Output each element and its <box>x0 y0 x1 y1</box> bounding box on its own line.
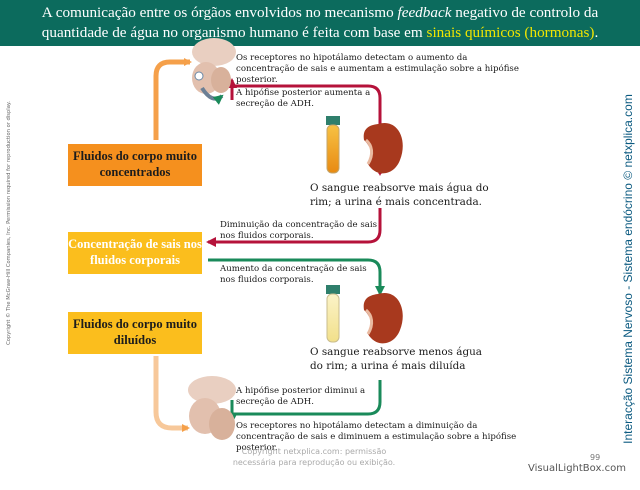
title-period: . <box>594 24 599 41</box>
text-concentration-decrease: Diminuição da concentração de sais nos f… <box>220 220 378 241</box>
page-number: 99 <box>590 453 601 462</box>
title-banner: A comunicação entre os órgãos envolvidos… <box>0 0 640 46</box>
title-text: A comunicação entre os órgãos envolvidos… <box>8 3 632 43</box>
text-concentration-increase: Aumento da concentração de sais nos flui… <box>220 264 367 285</box>
red-arrow-to-normal <box>206 208 382 247</box>
text-adh-decrease: A hipófise posterior diminui a secreção … <box>236 386 366 407</box>
urine-tube-diluted <box>326 285 340 343</box>
text-adh-increase: A hipófise posterior aumenta a secreção … <box>236 88 371 109</box>
box-concentrated-fluids: Fluidos do corpo muito concentrados <box>68 144 202 186</box>
text-reabsorb-more: O sangue reabsorve mais água do rim; a u… <box>310 182 489 208</box>
title-part-1: A comunicação entre os órgãos envolvidos… <box>41 4 398 21</box>
title-hormones: sinais químicos (hormonas) <box>426 24 595 41</box>
feedback-diagram <box>153 38 403 440</box>
text-reabsorb-less: O sangue reabsorve menos água do rim; a … <box>310 346 482 372</box>
kidney-top-illustration <box>363 122 403 174</box>
side-label: Interacção Sistema Nervoso - Sistema end… <box>621 94 635 444</box>
watermark-copyright: Copyright netxplica.com: permissão neces… <box>232 447 396 467</box>
copyright-notice: Copyright © The McGraw-Hill Companies, I… <box>6 101 12 345</box>
box-salt-concentration: Concentração de sais nos fluidos corpora… <box>68 232 202 274</box>
red-arrow-to-kidney <box>226 84 385 176</box>
title-feedback: feedback <box>397 4 452 21</box>
site-footer: VisualLightBox.com <box>528 463 626 474</box>
arrow-to-hypothalamus-bottom <box>153 356 190 432</box>
text-receptors-increase: Os receptores no hipotálamo detectam o a… <box>236 53 519 85</box>
green-arrow-to-kidney-bottom <box>232 380 382 416</box>
kidney-bottom-illustration <box>363 292 403 344</box>
title-part-3: negativo de controlo da quantidade de ág… <box>41 4 599 41</box>
urine-tube-concentrated <box>326 116 340 174</box>
green-arrow-from-normal <box>208 258 385 296</box>
pituitary-top-illustration <box>192 38 236 105</box>
text-receptors-decrease: Os receptores no hipotálamo detectam a d… <box>236 421 517 453</box>
pituitary-bottom-illustration <box>188 376 236 440</box>
box-diluted-fluids: Fluidos do corpo muito diluídos <box>68 312 202 354</box>
arrow-to-hypothalamus-top <box>153 58 192 140</box>
